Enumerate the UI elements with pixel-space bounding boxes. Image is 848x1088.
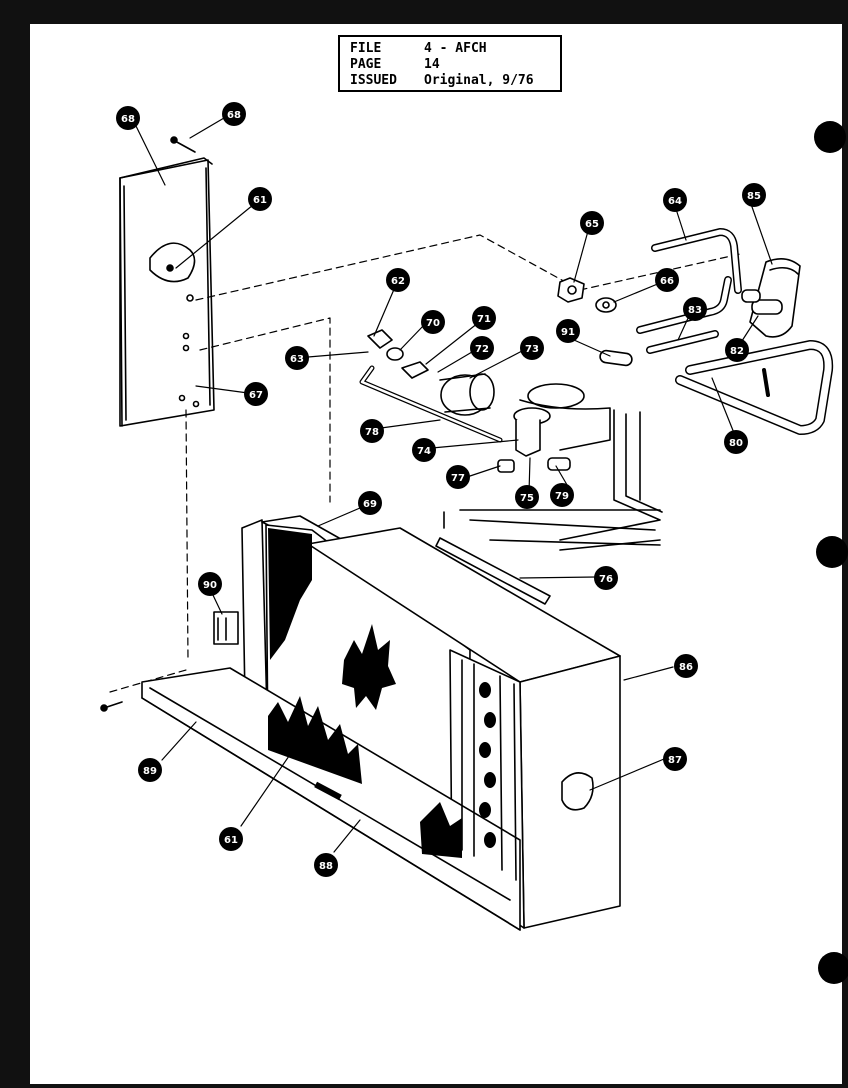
header-label-issued: ISSUED bbox=[350, 73, 397, 88]
leader-lines bbox=[135, 117, 773, 853]
svg-text:83: 83 bbox=[688, 305, 702, 316]
callout-61: 61 bbox=[219, 827, 243, 851]
svg-text:89: 89 bbox=[143, 766, 157, 777]
tubing-assembly bbox=[557, 228, 834, 435]
callout-78: 78 bbox=[360, 419, 384, 443]
callout-83: 83 bbox=[683, 297, 707, 321]
callout-62: 62 bbox=[386, 268, 410, 292]
partition-panel bbox=[119, 157, 215, 427]
svg-text:61: 61 bbox=[253, 195, 267, 206]
svg-text:80: 80 bbox=[729, 438, 743, 449]
svg-text:73: 73 bbox=[525, 344, 539, 355]
callouts: 68 68 61 67 62 70 63 71 72 73 91 65 64 8… bbox=[116, 102, 766, 877]
callout-75: 75 bbox=[515, 485, 539, 509]
svg-text:85: 85 bbox=[747, 191, 761, 202]
callout-80: 80 bbox=[724, 430, 748, 454]
svg-text:72: 72 bbox=[475, 344, 489, 355]
svg-text:75: 75 bbox=[520, 493, 534, 504]
callout-76: 76 bbox=[594, 566, 618, 590]
callout-65: 65 bbox=[580, 211, 604, 235]
file-header-box: FILE 4 - AFCH PAGE 14 ISSUED Original, 9… bbox=[338, 35, 562, 92]
header-value-page: 14 bbox=[424, 57, 440, 72]
valve-assembly bbox=[359, 329, 663, 605]
svg-text:68: 68 bbox=[227, 110, 241, 121]
svg-text:64: 64 bbox=[668, 196, 682, 207]
callout-69: 69 bbox=[358, 491, 382, 515]
registration-dot bbox=[816, 536, 848, 568]
callout-77: 77 bbox=[446, 465, 470, 489]
svg-text:61: 61 bbox=[224, 835, 238, 846]
callout-89: 89 bbox=[138, 758, 162, 782]
svg-text:87: 87 bbox=[668, 755, 682, 766]
callout-73: 73 bbox=[520, 336, 544, 360]
callout-90: 90 bbox=[198, 572, 222, 596]
callout-79: 79 bbox=[550, 483, 574, 507]
svg-text:69: 69 bbox=[363, 499, 377, 510]
svg-text:70: 70 bbox=[426, 318, 440, 329]
callout-63: 63 bbox=[285, 346, 309, 370]
registration-dot bbox=[814, 121, 846, 153]
callout-66: 66 bbox=[655, 268, 679, 292]
svg-text:88: 88 bbox=[319, 861, 333, 872]
callout-74: 74 bbox=[412, 438, 436, 462]
svg-text:67: 67 bbox=[249, 390, 263, 401]
callout-64: 64 bbox=[663, 188, 687, 212]
svg-text:91: 91 bbox=[561, 327, 575, 338]
svg-text:63: 63 bbox=[290, 354, 304, 365]
header-value-issued: Original, 9/76 bbox=[424, 73, 534, 88]
svg-text:65: 65 bbox=[585, 219, 599, 230]
svg-text:71: 71 bbox=[477, 314, 491, 325]
callout-71: 71 bbox=[472, 306, 496, 330]
callout-85: 85 bbox=[742, 183, 766, 207]
callout-86: 86 bbox=[674, 654, 698, 678]
callout-82: 82 bbox=[725, 338, 749, 362]
callout-68: 68 bbox=[222, 102, 246, 126]
svg-text:62: 62 bbox=[391, 276, 405, 287]
callout-67: 67 bbox=[244, 382, 268, 406]
fin-shading bbox=[268, 528, 496, 858]
svg-text:77: 77 bbox=[451, 473, 465, 484]
callout-88: 88 bbox=[314, 853, 338, 877]
callout-91: 91 bbox=[556, 319, 580, 343]
registration-dot bbox=[818, 952, 848, 984]
screw bbox=[170, 136, 196, 153]
header-label-page: PAGE bbox=[350, 57, 381, 72]
svg-text:82: 82 bbox=[730, 346, 744, 357]
callout-70: 70 bbox=[421, 310, 445, 334]
svg-text:68: 68 bbox=[121, 114, 135, 125]
svg-text:79: 79 bbox=[555, 491, 569, 502]
svg-text:76: 76 bbox=[599, 574, 613, 585]
svg-text:86: 86 bbox=[679, 662, 693, 673]
alignment-lines bbox=[109, 234, 741, 693]
svg-text:90: 90 bbox=[203, 580, 217, 591]
callout-68: 68 bbox=[116, 106, 140, 130]
callout-61: 61 bbox=[248, 187, 272, 211]
callout-87: 87 bbox=[663, 747, 687, 771]
svg-text:74: 74 bbox=[417, 446, 431, 457]
header-label-file: FILE bbox=[350, 41, 381, 56]
svg-text:66: 66 bbox=[660, 276, 674, 287]
callout-72: 72 bbox=[470, 336, 494, 360]
svg-text:78: 78 bbox=[365, 427, 379, 438]
header-value-file: 4 - AFCH bbox=[424, 41, 487, 56]
